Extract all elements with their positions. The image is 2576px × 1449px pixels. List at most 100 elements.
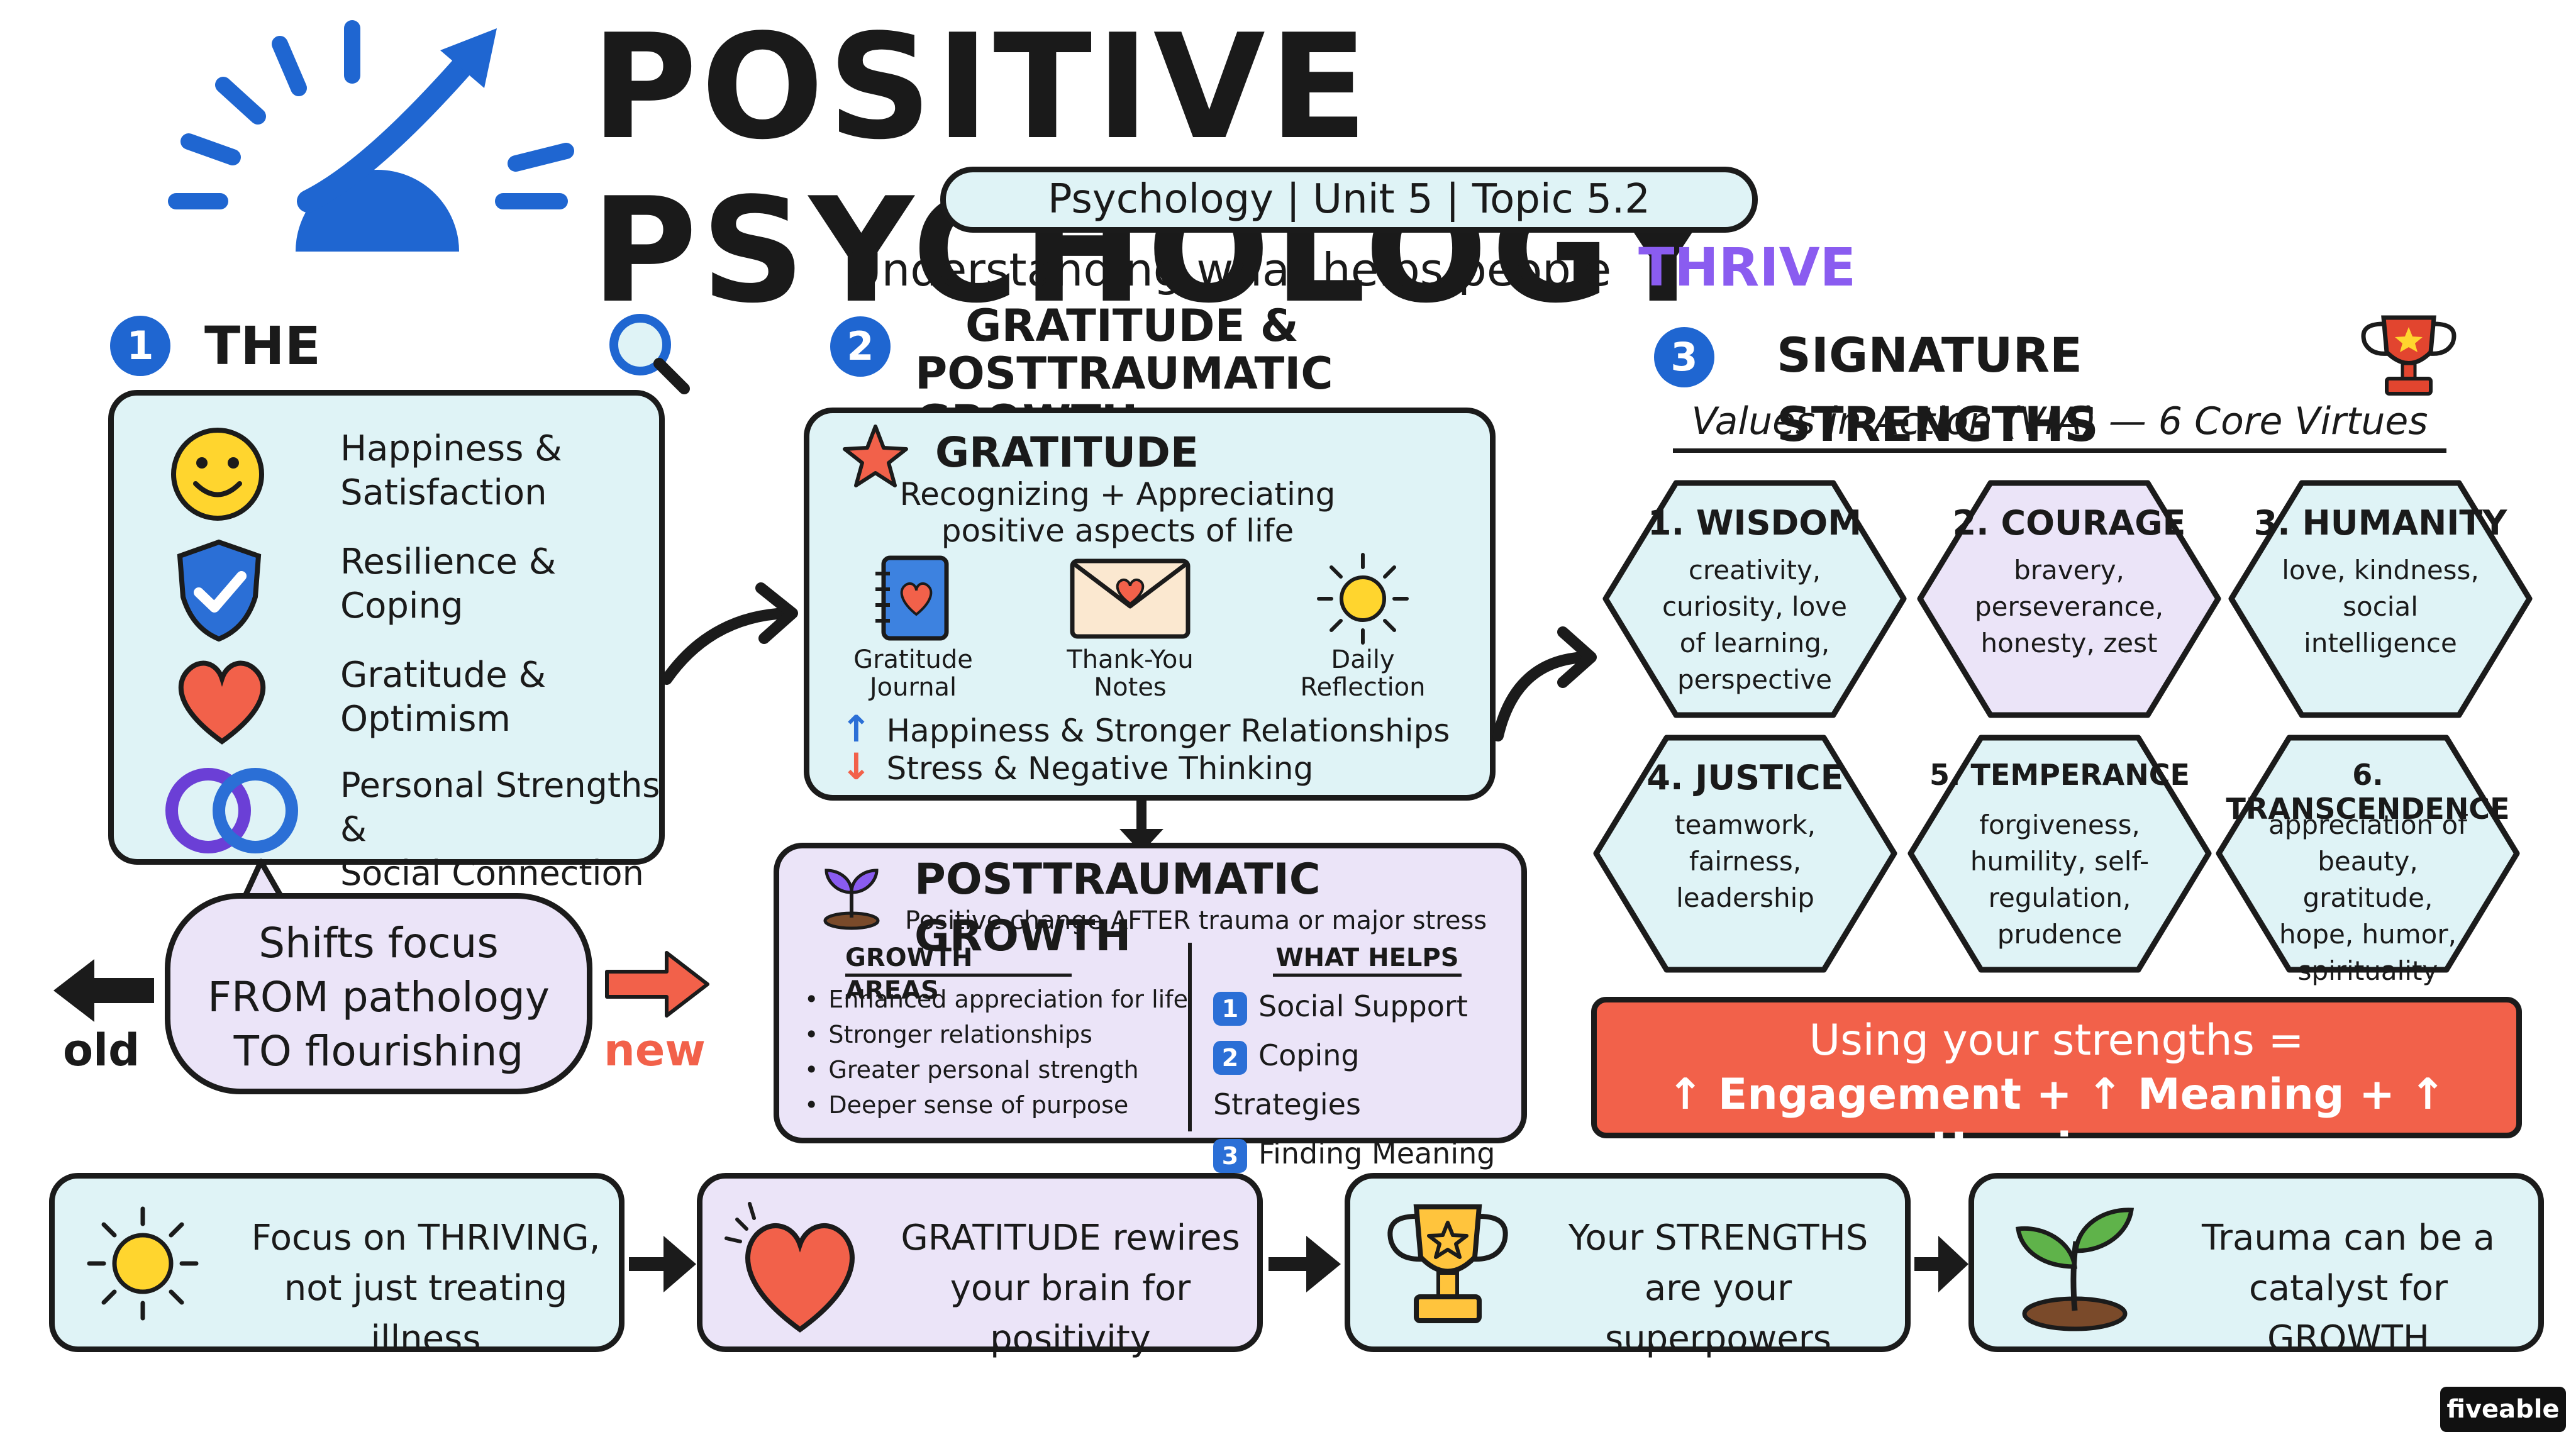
flow-arrow-down: [1119, 799, 1163, 853]
help-2-text: Coping Strategies: [1213, 1038, 1361, 1121]
virtue-title: 2. COURAGE: [1952, 503, 2186, 543]
hexagon-shape: [1917, 480, 2221, 718]
virtue-line: regulation,: [1988, 882, 2131, 913]
virtue-line: perspective: [1677, 664, 1833, 695]
approach-item-1-line2: Satisfaction: [340, 472, 547, 513]
tool-2-line2: Notes: [1094, 673, 1167, 702]
section-2-number: 2: [830, 316, 891, 377]
topic-pill: Psychology | Unit 5 | Topic 5.2: [940, 167, 1758, 233]
tagline-highlight: THRIVE: [1638, 236, 1857, 298]
approach-item-4-line1: Personal Strengths &: [340, 765, 660, 849]
virtue-line: social: [2343, 591, 2418, 622]
section-2-title: GRATITUDE & POSTTRAUMATIC GROWTH: [915, 300, 1481, 445]
growth-area-4: Deeper sense of purpose: [804, 1087, 1207, 1123]
page-title: POSITIVE PSYCHOLOGY: [591, 4, 1719, 335]
arrow-left-icon: [53, 959, 154, 1022]
takeaway-arrow-2: [1269, 1236, 1341, 1292]
sprout-icon: [823, 869, 880, 930]
ptg-divider: [1188, 943, 1192, 1131]
section-2-title-line1: GRATITUDE &: [965, 300, 1299, 352]
hexagon-shape: [1907, 735, 2212, 973]
help-3-number: 3: [1213, 1138, 1247, 1173]
virtue-title: 3. HUMANITY: [2253, 503, 2507, 543]
takeaway-2: GRATITUDE rewires your brain for positiv…: [697, 1173, 1263, 1359]
tool-3-label: Daily Reflection: [1291, 646, 1435, 702]
strengths-banner: Using your strengths = ↑ Engagement + ↑ …: [1591, 997, 2522, 1174]
hexagon-shape: [2228, 480, 2533, 718]
virtue-line: humility, self-: [1970, 846, 2150, 877]
takeaway-4: Trauma can be a catalyst for GROWTH: [1968, 1173, 2544, 1359]
virtue-line: leadership: [1676, 882, 1814, 913]
gratitude-desc-line2: positive aspects of life: [941, 513, 1294, 549]
takeaway-1-text: Focus on THRIVING, not just treating ill…: [237, 1213, 614, 1359]
heart-icon: [178, 660, 266, 745]
up-arrow-icon: ↑: [841, 708, 872, 750]
linked-rings-icon: [165, 768, 298, 853]
trophy-icon: [2361, 315, 2457, 396]
trophy-icon: [1387, 1204, 1508, 1323]
hexagon-shape: [1602, 480, 1907, 718]
virtue-title: 4. JUSTICE: [1646, 758, 1844, 797]
takeaway-3-line1: Your STRENGTHS: [1568, 1218, 1868, 1258]
help-1-number: 1: [1213, 991, 1247, 1026]
help-2-number: 2: [1213, 1040, 1247, 1075]
approach-box: Happiness & Satisfaction Resilience & Co…: [108, 390, 667, 893]
virtue-line: hope, humor,: [2279, 919, 2457, 950]
sprout-icon: [2016, 1208, 2135, 1331]
focus-shift-bubble: Shifts focus FROM pathology TO flourishi…: [165, 893, 592, 1094]
flow-arrow-1-to-2: [661, 582, 798, 685]
banner-line-2: ↑ Engagement + ↑ Meaning + ↑ Happiness: [1667, 1070, 2446, 1174]
section-3-title: SIGNATURE STRENGTHS: [1777, 327, 2099, 452]
tagline-text: Understanding what helps people: [848, 243, 1612, 296]
virtue-line: honesty, zest: [1980, 628, 2158, 658]
approach-item-1: Happiness & Satisfaction: [340, 427, 655, 515]
banner-line-1: Using your strengths =: [1809, 1016, 2304, 1065]
new-label: new: [604, 1024, 706, 1076]
virtue-line: prudence: [1997, 919, 2123, 950]
virtue-line: perseverance,: [1974, 591, 2164, 622]
down-effect-text: Stress & Negative Thinking: [886, 750, 1314, 787]
approach-item-4: Personal Strengths & Social Connection: [340, 763, 667, 893]
arrow-right-icon: [605, 951, 709, 1018]
growth-area-1: Enhanced appreciation for life: [804, 982, 1207, 1017]
approach-item-2: Resilience & Coping: [340, 540, 655, 628]
virtue-line: love, kindness,: [2282, 555, 2479, 586]
star-icon: [843, 425, 908, 487]
down-arrow-icon: ↓: [841, 745, 872, 788]
virtue-line: fairness,: [1689, 846, 1802, 877]
growth-areas-list: Enhanced appreciation for life Stronger …: [804, 982, 1207, 1133]
flow-arrow-2-to-3: [1492, 626, 1597, 741]
virtue-hexagon-2: 2. COURAGE bravery, perseverance, honesty, …: [1915, 478, 2223, 720]
growth-areas-heading: GROWTH AREAS: [845, 941, 1072, 1005]
takeaway-3-text: Your STRENGTHS are your superpowers: [1533, 1213, 1904, 1359]
tool-3-line1: Daily: [1331, 645, 1395, 674]
takeaway-4-text: Trauma can be a catalyst for GROWTH: [2163, 1213, 2534, 1359]
virtue-title: 6. TRANSCENDENCE: [2226, 758, 2510, 826]
virtue-title: 1. WISDOM: [1648, 503, 1862, 543]
up-effect-text: Happiness & Stronger Relationships: [886, 713, 1450, 749]
takeaway-3: Your STRENGTHS are your superpowers: [1345, 1173, 1911, 1359]
virtue-line: bravery,: [2014, 555, 2124, 586]
bubble-line-1: Shifts focus: [258, 919, 499, 967]
smiley-icon: [171, 428, 264, 521]
help-3-text: Finding Meaning: [1258, 1136, 1496, 1170]
approach-item-3-line2: Optimism: [340, 699, 511, 740]
hexagon-shape: [1593, 735, 1897, 973]
virtue-line: forgiveness,: [1979, 809, 2140, 840]
gratitude-desc: Recognizing + Appreciating positive aspe…: [897, 476, 1338, 558]
approach-item-3-line1: Gratitude &: [340, 655, 547, 696]
approach-item-1-line1: Happiness &: [340, 428, 562, 469]
approach-item-3: Gratitude & Optimism: [340, 653, 655, 741]
up-effect: ↑ Happiness & Stronger Relationships: [841, 709, 1482, 749]
journal-icon: [875, 555, 949, 641]
growth-area-3: Greater personal strength: [804, 1052, 1207, 1087]
virtue-line: beauty, gratitude,: [2302, 846, 2433, 913]
tagline: Understanding what helps people THRIVE: [692, 233, 2012, 302]
takeaway-2-text: GRATITUDE rewires your brain for positiv…: [885, 1213, 1256, 1359]
